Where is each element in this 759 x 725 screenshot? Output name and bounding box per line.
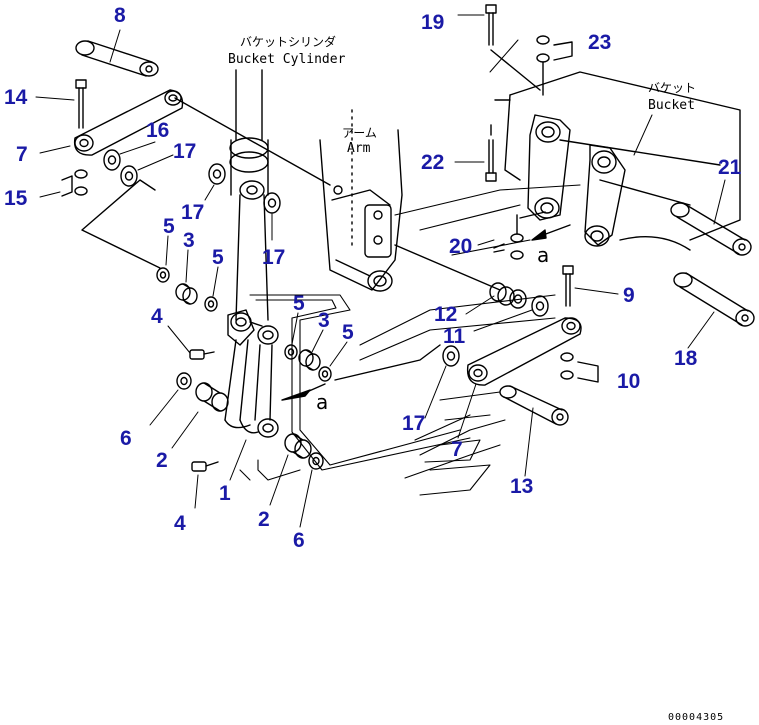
callout-19: 19 [421, 11, 444, 34]
bushing-3-left [175, 283, 198, 305]
bucket [494, 71, 741, 251]
callout-16: 16 [146, 119, 169, 142]
callout-13: 13 [510, 475, 533, 498]
callout-17-cylinder-right: 17 [262, 246, 285, 269]
leader-lines [35, 14, 726, 528]
callout-11: 11 [443, 325, 466, 348]
washer-16 [103, 149, 121, 171]
callout-5-mid-a: 5 [293, 292, 305, 315]
bucket-caption-en: Bucket [648, 98, 695, 113]
nuts-10 [560, 352, 599, 383]
callout-18: 18 [674, 347, 698, 370]
seal-6-right [308, 452, 324, 470]
seal-5-left-b [204, 296, 218, 312]
callout-3-left: 3 [183, 229, 195, 252]
callout-2-right: 2 [258, 508, 270, 531]
nuts-15 [61, 169, 88, 197]
bolt-14 [75, 79, 87, 129]
callout-12: 12 [434, 303, 457, 326]
callout-1: 1 [219, 482, 231, 505]
grease-fitting-4-lower [191, 461, 219, 472]
grease-fitting-4-upper [189, 349, 215, 360]
callout-3-mid: 3 [318, 309, 330, 332]
callout-21: 21 [718, 156, 742, 179]
assembly-guide-left [239, 294, 471, 481]
link-1 [224, 309, 279, 438]
view-mark-a-left: a [316, 390, 328, 414]
callout-10: 10 [617, 370, 640, 393]
callout-6-right: 6 [293, 529, 305, 552]
washer-11 [531, 295, 549, 317]
pin-8 [75, 40, 159, 77]
callout-15: 15 [4, 187, 28, 210]
bushing-3-mid [298, 349, 321, 371]
bucket-cylinder-caption-en: Bucket Cylinder [228, 52, 346, 67]
callout-5-left-b: 5 [212, 246, 224, 269]
shim-17-upper [120, 165, 138, 187]
callout-14: 14 [4, 86, 28, 109]
pin-21 [670, 202, 752, 256]
pin-18 [673, 272, 755, 327]
arm-caption-jp: アーム [342, 126, 377, 140]
arm-caption-en: Arm [347, 141, 371, 156]
bolt-22 [485, 124, 497, 182]
callout-5-left-a: 5 [163, 215, 175, 238]
link-7-upper [73, 89, 184, 156]
callout-17-upper: 17 [173, 140, 196, 163]
shim-17-a [208, 163, 226, 185]
seal-6-left [176, 372, 192, 390]
callout-2-left: 2 [156, 449, 168, 472]
bolt-19 [485, 4, 541, 91]
callout-20: 20 [449, 235, 472, 258]
callout-17-lower: 17 [402, 412, 425, 435]
arm [319, 109, 403, 292]
seal-5-left-a [156, 267, 170, 283]
bucket-cylinder [229, 69, 269, 321]
callout-4-upper: 4 [151, 305, 163, 328]
callout-17-cylinder: 17 [181, 201, 204, 224]
callout-7-upper: 7 [16, 143, 28, 166]
seal-5-mid-a [284, 344, 298, 360]
callout-8: 8 [114, 4, 126, 27]
seal-5-mid-b [318, 366, 332, 382]
spacer-12 [489, 282, 527, 309]
bucket-cylinder-caption-jp: バケットシリンダ [240, 34, 336, 49]
pin-13 [499, 385, 569, 426]
callout-7-lower: 7 [451, 438, 463, 461]
nuts-20 [493, 211, 546, 260]
shim-17-c [442, 345, 460, 367]
callout-4-lower: 4 [174, 512, 186, 535]
link-7-lower [466, 317, 582, 386]
nuts-23 [536, 35, 573, 96]
callout-6-left: 6 [120, 427, 132, 450]
bushing-2-left [195, 382, 229, 412]
callout-23: 23 [588, 31, 611, 54]
callout-9: 9 [623, 284, 635, 307]
callout-22: 22 [421, 151, 444, 174]
document-number: 00004305 [668, 712, 724, 723]
view-mark-a-right: a [537, 243, 549, 267]
bucket-caption-jp: バケット [648, 81, 696, 95]
shim-17-b [263, 192, 281, 214]
callout-5-mid-b: 5 [342, 321, 354, 344]
leader-line-8 [174, 97, 331, 186]
bolt-9 [562, 265, 574, 307]
